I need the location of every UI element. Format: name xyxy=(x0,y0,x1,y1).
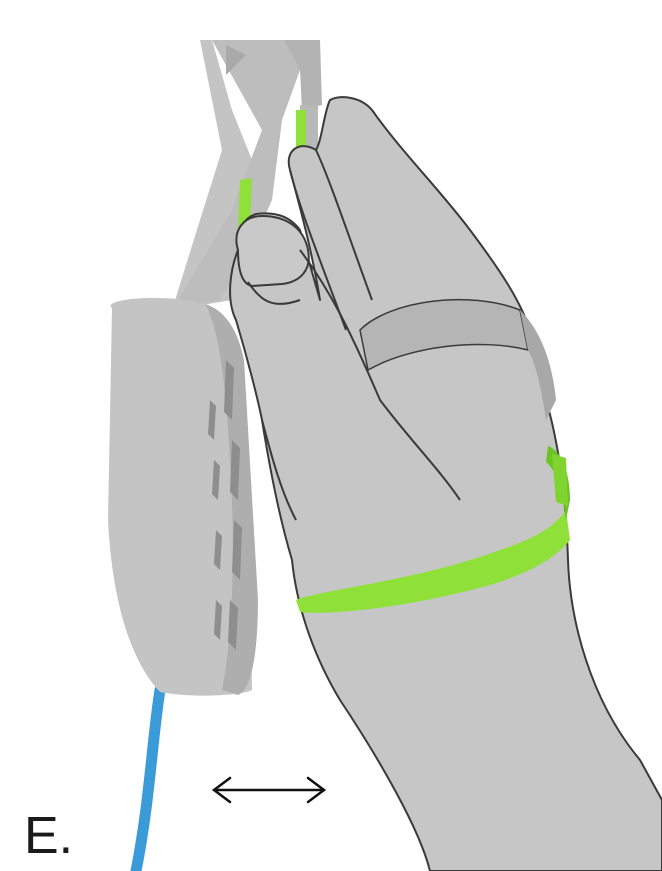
motion-arrow-icon xyxy=(214,778,324,802)
device-paddle xyxy=(108,298,258,696)
panel-label: E. xyxy=(24,806,73,866)
blue-cable xyxy=(136,690,160,871)
hand xyxy=(230,97,662,871)
